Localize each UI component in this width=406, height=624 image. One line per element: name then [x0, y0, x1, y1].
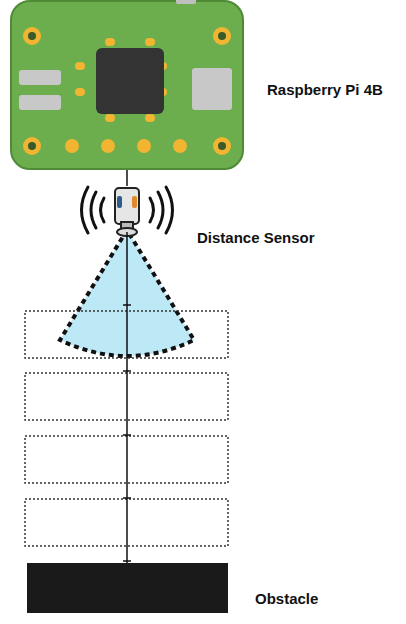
chip-pin	[105, 38, 115, 46]
sensor-housing	[115, 188, 139, 224]
wave	[166, 187, 173, 233]
chip-pin	[145, 114, 155, 122]
board-box: Raspberry Pi 4B	[10, 0, 244, 170]
connector-line	[126, 232, 128, 563]
chip-pin	[75, 88, 85, 96]
gpio-pad	[173, 139, 187, 153]
hole-center	[218, 142, 226, 150]
chip-pin	[105, 114, 115, 122]
sensor-body	[115, 188, 139, 236]
gpio-pad	[137, 139, 151, 153]
hole-center	[28, 142, 36, 150]
wave	[91, 192, 96, 228]
sensor-detail	[132, 196, 137, 208]
gpio-pad	[65, 139, 79, 153]
sensor-waves	[82, 187, 173, 233]
mount-hole	[23, 137, 41, 155]
gpio-pad	[101, 139, 115, 153]
board-connector	[176, 0, 196, 4]
hole-center	[28, 32, 36, 40]
part-label: Obstacle	[255, 590, 318, 608]
wave	[101, 198, 105, 222]
hole-center	[218, 32, 226, 40]
hole-ring	[23, 137, 41, 155]
part-label: Raspberry Pi 4B	[267, 81, 383, 99]
hole-ring	[213, 137, 231, 155]
board-details	[10, 0, 244, 170]
chip	[96, 48, 164, 114]
port-block	[19, 95, 61, 110]
wave	[150, 198, 154, 222]
mount-hole	[23, 27, 41, 45]
hole-ring	[23, 27, 41, 45]
part-label: Distance Sensor	[197, 229, 315, 247]
connector-line	[126, 170, 128, 186]
sensor-box: Distance Sensor	[110, 186, 144, 232]
sensor-detail	[117, 196, 122, 208]
wave	[82, 187, 89, 233]
port-block	[19, 70, 61, 85]
port-block	[192, 68, 232, 110]
wave	[158, 192, 163, 228]
mount-hole	[213, 27, 231, 45]
obstacle-box: Obstacle	[27, 563, 228, 613]
chip-pin	[145, 38, 155, 46]
hole-ring	[213, 27, 231, 45]
mount-hole	[213, 137, 231, 155]
chip-pin	[75, 62, 85, 70]
